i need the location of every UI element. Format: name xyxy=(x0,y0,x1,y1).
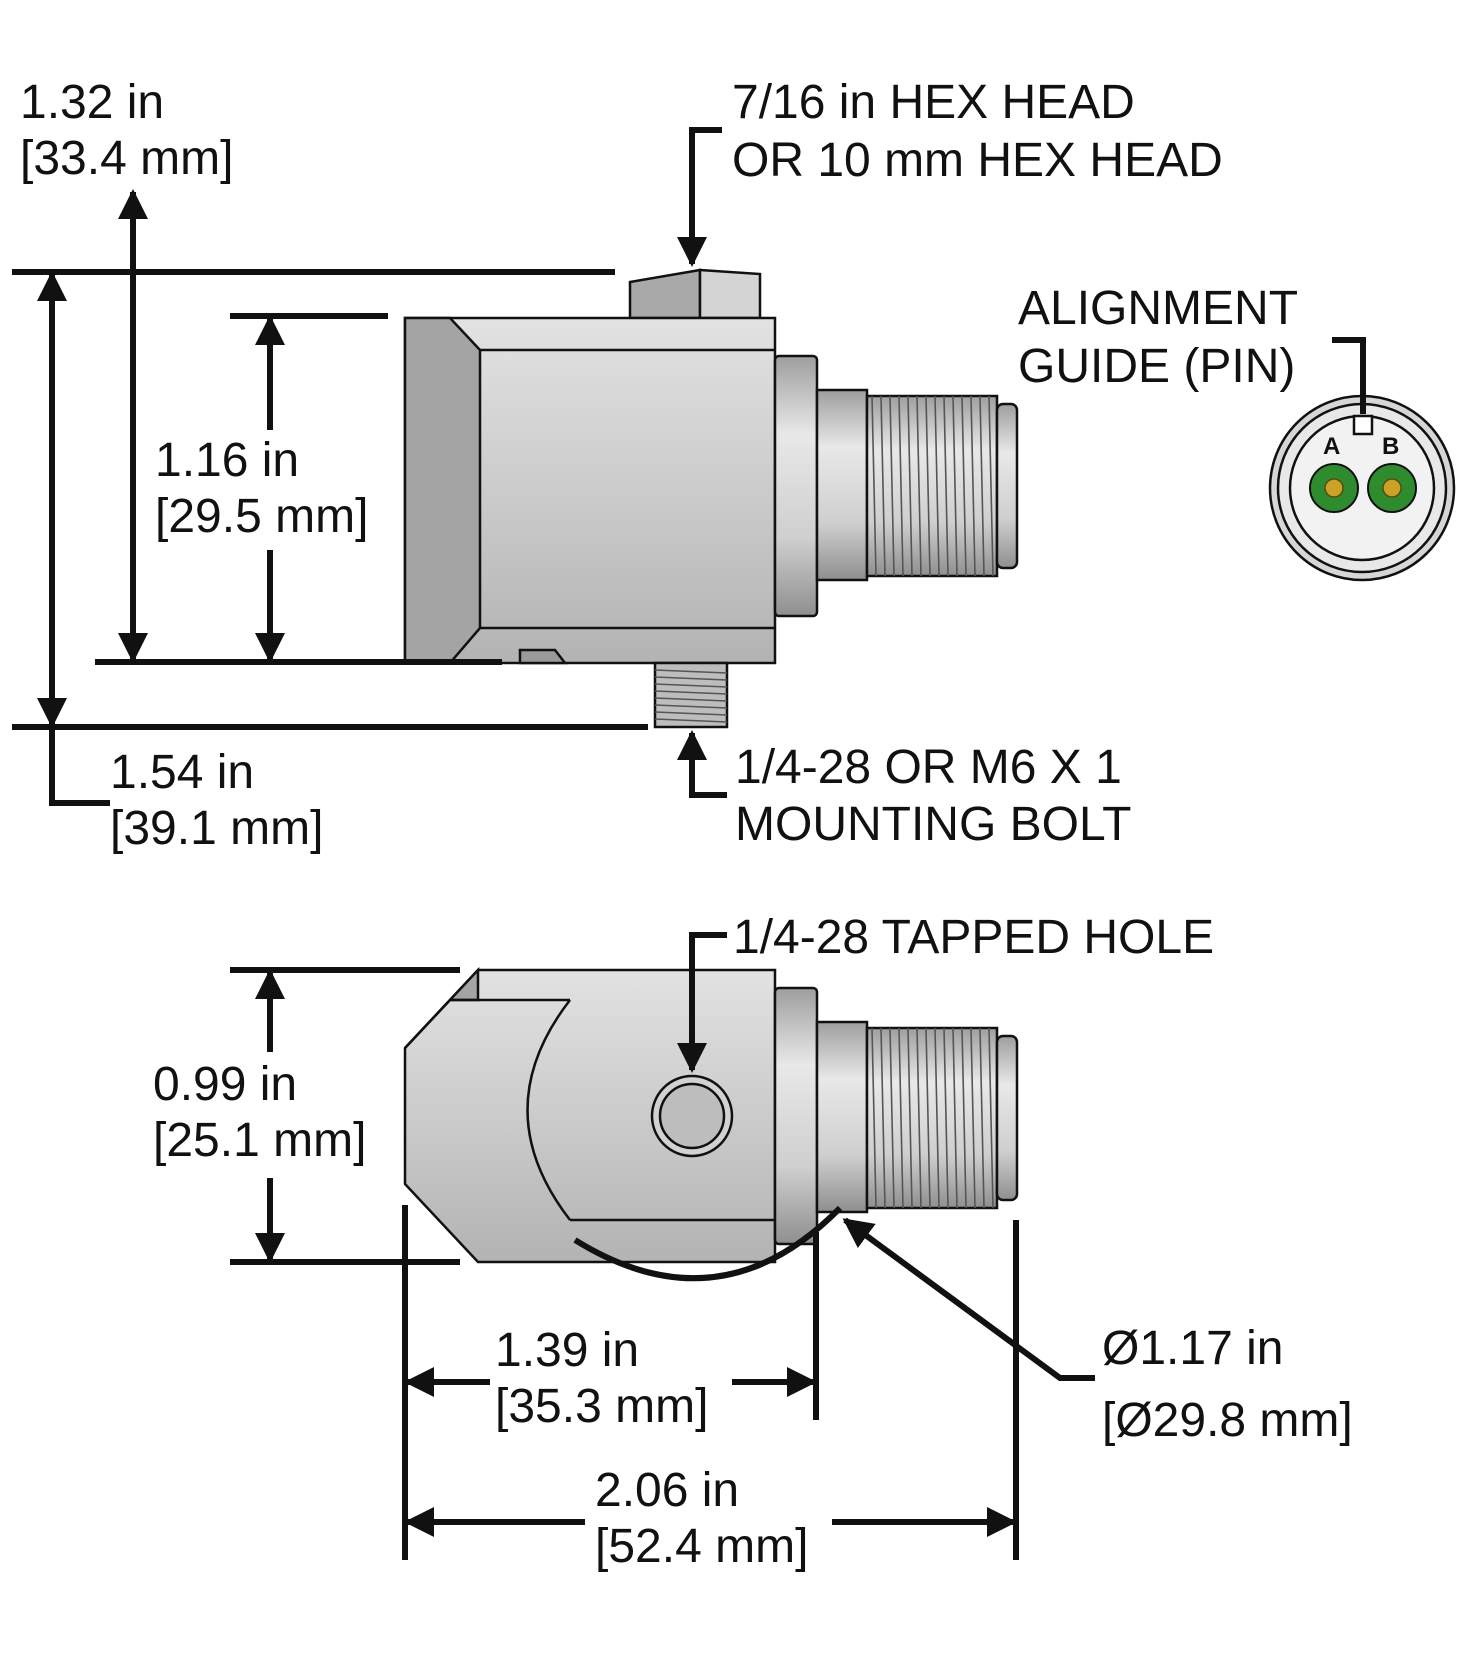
body-length-mm: [35.3 mm] xyxy=(495,1380,708,1433)
thread-line xyxy=(871,395,877,577)
thread-line xyxy=(889,395,895,577)
hex-head xyxy=(628,268,762,320)
sensor-body-side xyxy=(403,316,777,665)
thread-line xyxy=(979,1027,985,1209)
thread-line xyxy=(943,395,949,577)
tapped-hole xyxy=(650,1074,734,1158)
alignment-callout-line2: GUIDE (PIN) xyxy=(1018,340,1295,393)
thread-line xyxy=(889,1027,895,1209)
bolt-thread-line xyxy=(654,718,728,723)
tapped-hole-callout: 1/4-28 TAPPED HOLE xyxy=(733,911,1214,964)
connector-collar-side xyxy=(773,354,819,618)
bolt-thread-line xyxy=(654,676,728,681)
thread-line xyxy=(871,1027,877,1209)
thread-line xyxy=(952,1027,958,1209)
pin-a xyxy=(1309,463,1359,513)
thread-line xyxy=(934,395,940,577)
body-height-mm: [29.5 mm] xyxy=(155,490,368,543)
pin-a-label: A xyxy=(1323,433,1340,460)
bolt-thread-line xyxy=(654,669,728,674)
thread-line xyxy=(898,395,904,577)
total-height-mm: [39.1 mm] xyxy=(110,802,323,855)
thread-line xyxy=(943,1027,949,1209)
thread-line xyxy=(961,395,967,577)
thread-line xyxy=(934,1027,940,1209)
thread-line xyxy=(970,395,976,577)
connector-barrel-side xyxy=(815,388,869,582)
bolt-thread-line xyxy=(654,683,728,688)
thread-line xyxy=(988,1027,994,1209)
connector-thread-top xyxy=(865,1026,1019,1210)
bolt-thread-line xyxy=(654,704,728,709)
bolt-thread-line xyxy=(654,697,728,702)
body-length-inch: 1.39 in xyxy=(495,1324,639,1377)
overall-height-mm: [33.4 mm] xyxy=(20,132,233,185)
thread-line xyxy=(880,1027,886,1209)
thread-line xyxy=(916,395,922,577)
alignment-callout-line1: ALIGNMENT xyxy=(1018,282,1298,335)
mounting-bolt xyxy=(653,661,729,729)
connector-collar-top xyxy=(773,986,819,1246)
thread-line xyxy=(925,395,931,577)
thread-line xyxy=(907,395,913,577)
mounting-bolt-callout-line2: MOUNTING BOLT xyxy=(735,798,1131,851)
total-height-inch: 1.54 in xyxy=(110,746,254,799)
thread-line xyxy=(961,1027,967,1209)
hex-head-callout-line1: 7/16 in HEX HEAD xyxy=(732,76,1135,129)
thread-line xyxy=(907,1027,913,1209)
thread-line xyxy=(925,1027,931,1209)
body-width-mm: [25.1 mm] xyxy=(153,1114,366,1167)
pin-b xyxy=(1367,463,1417,513)
thread-line xyxy=(979,395,985,577)
side-view: 1.32 in [33.4 mm] 1.16 in [29.5 mm] 1.54… xyxy=(12,76,1223,855)
pin-b-label: B xyxy=(1382,433,1399,460)
connector-end-view: A B ALIGNMENT GUIDE (PIN) xyxy=(1018,282,1456,582)
thread-line xyxy=(898,1027,904,1209)
body-width-inch: 0.99 in xyxy=(153,1058,297,1111)
body-height-inch: 1.16 in xyxy=(155,434,299,487)
mounting-bolt-callout-line1: 1/4-28 OR M6 X 1 xyxy=(735,741,1122,794)
bolt-thread-line xyxy=(654,711,728,716)
bolt-thread-line xyxy=(654,690,728,695)
thread-line xyxy=(988,395,994,577)
connector-barrel-top xyxy=(815,1020,869,1214)
overall-length-mm: [52.4 mm] xyxy=(595,1520,808,1573)
overall-height-inch: 1.32 in xyxy=(20,76,164,129)
overall-length-inch: 2.06 in xyxy=(595,1464,739,1517)
swing-diameter-mm: [Ø29.8 mm] xyxy=(1102,1394,1353,1447)
alignment-pin xyxy=(1352,414,1374,436)
thread-line xyxy=(880,395,886,577)
thread-line xyxy=(916,1027,922,1209)
thread-line xyxy=(952,395,958,577)
connector-thread-side xyxy=(865,394,1019,578)
swing-diameter-inch: Ø1.17 in xyxy=(1102,1322,1283,1375)
hex-head-callout-line2: OR 10 mm HEX HEAD xyxy=(732,134,1223,187)
swing-diameter-arc xyxy=(573,1205,843,1282)
top-view: 1/4-28 TAPPED HOLE 0.99 in [25.1 mm] 1.3… xyxy=(153,911,1353,1573)
thread-line xyxy=(970,1027,976,1209)
